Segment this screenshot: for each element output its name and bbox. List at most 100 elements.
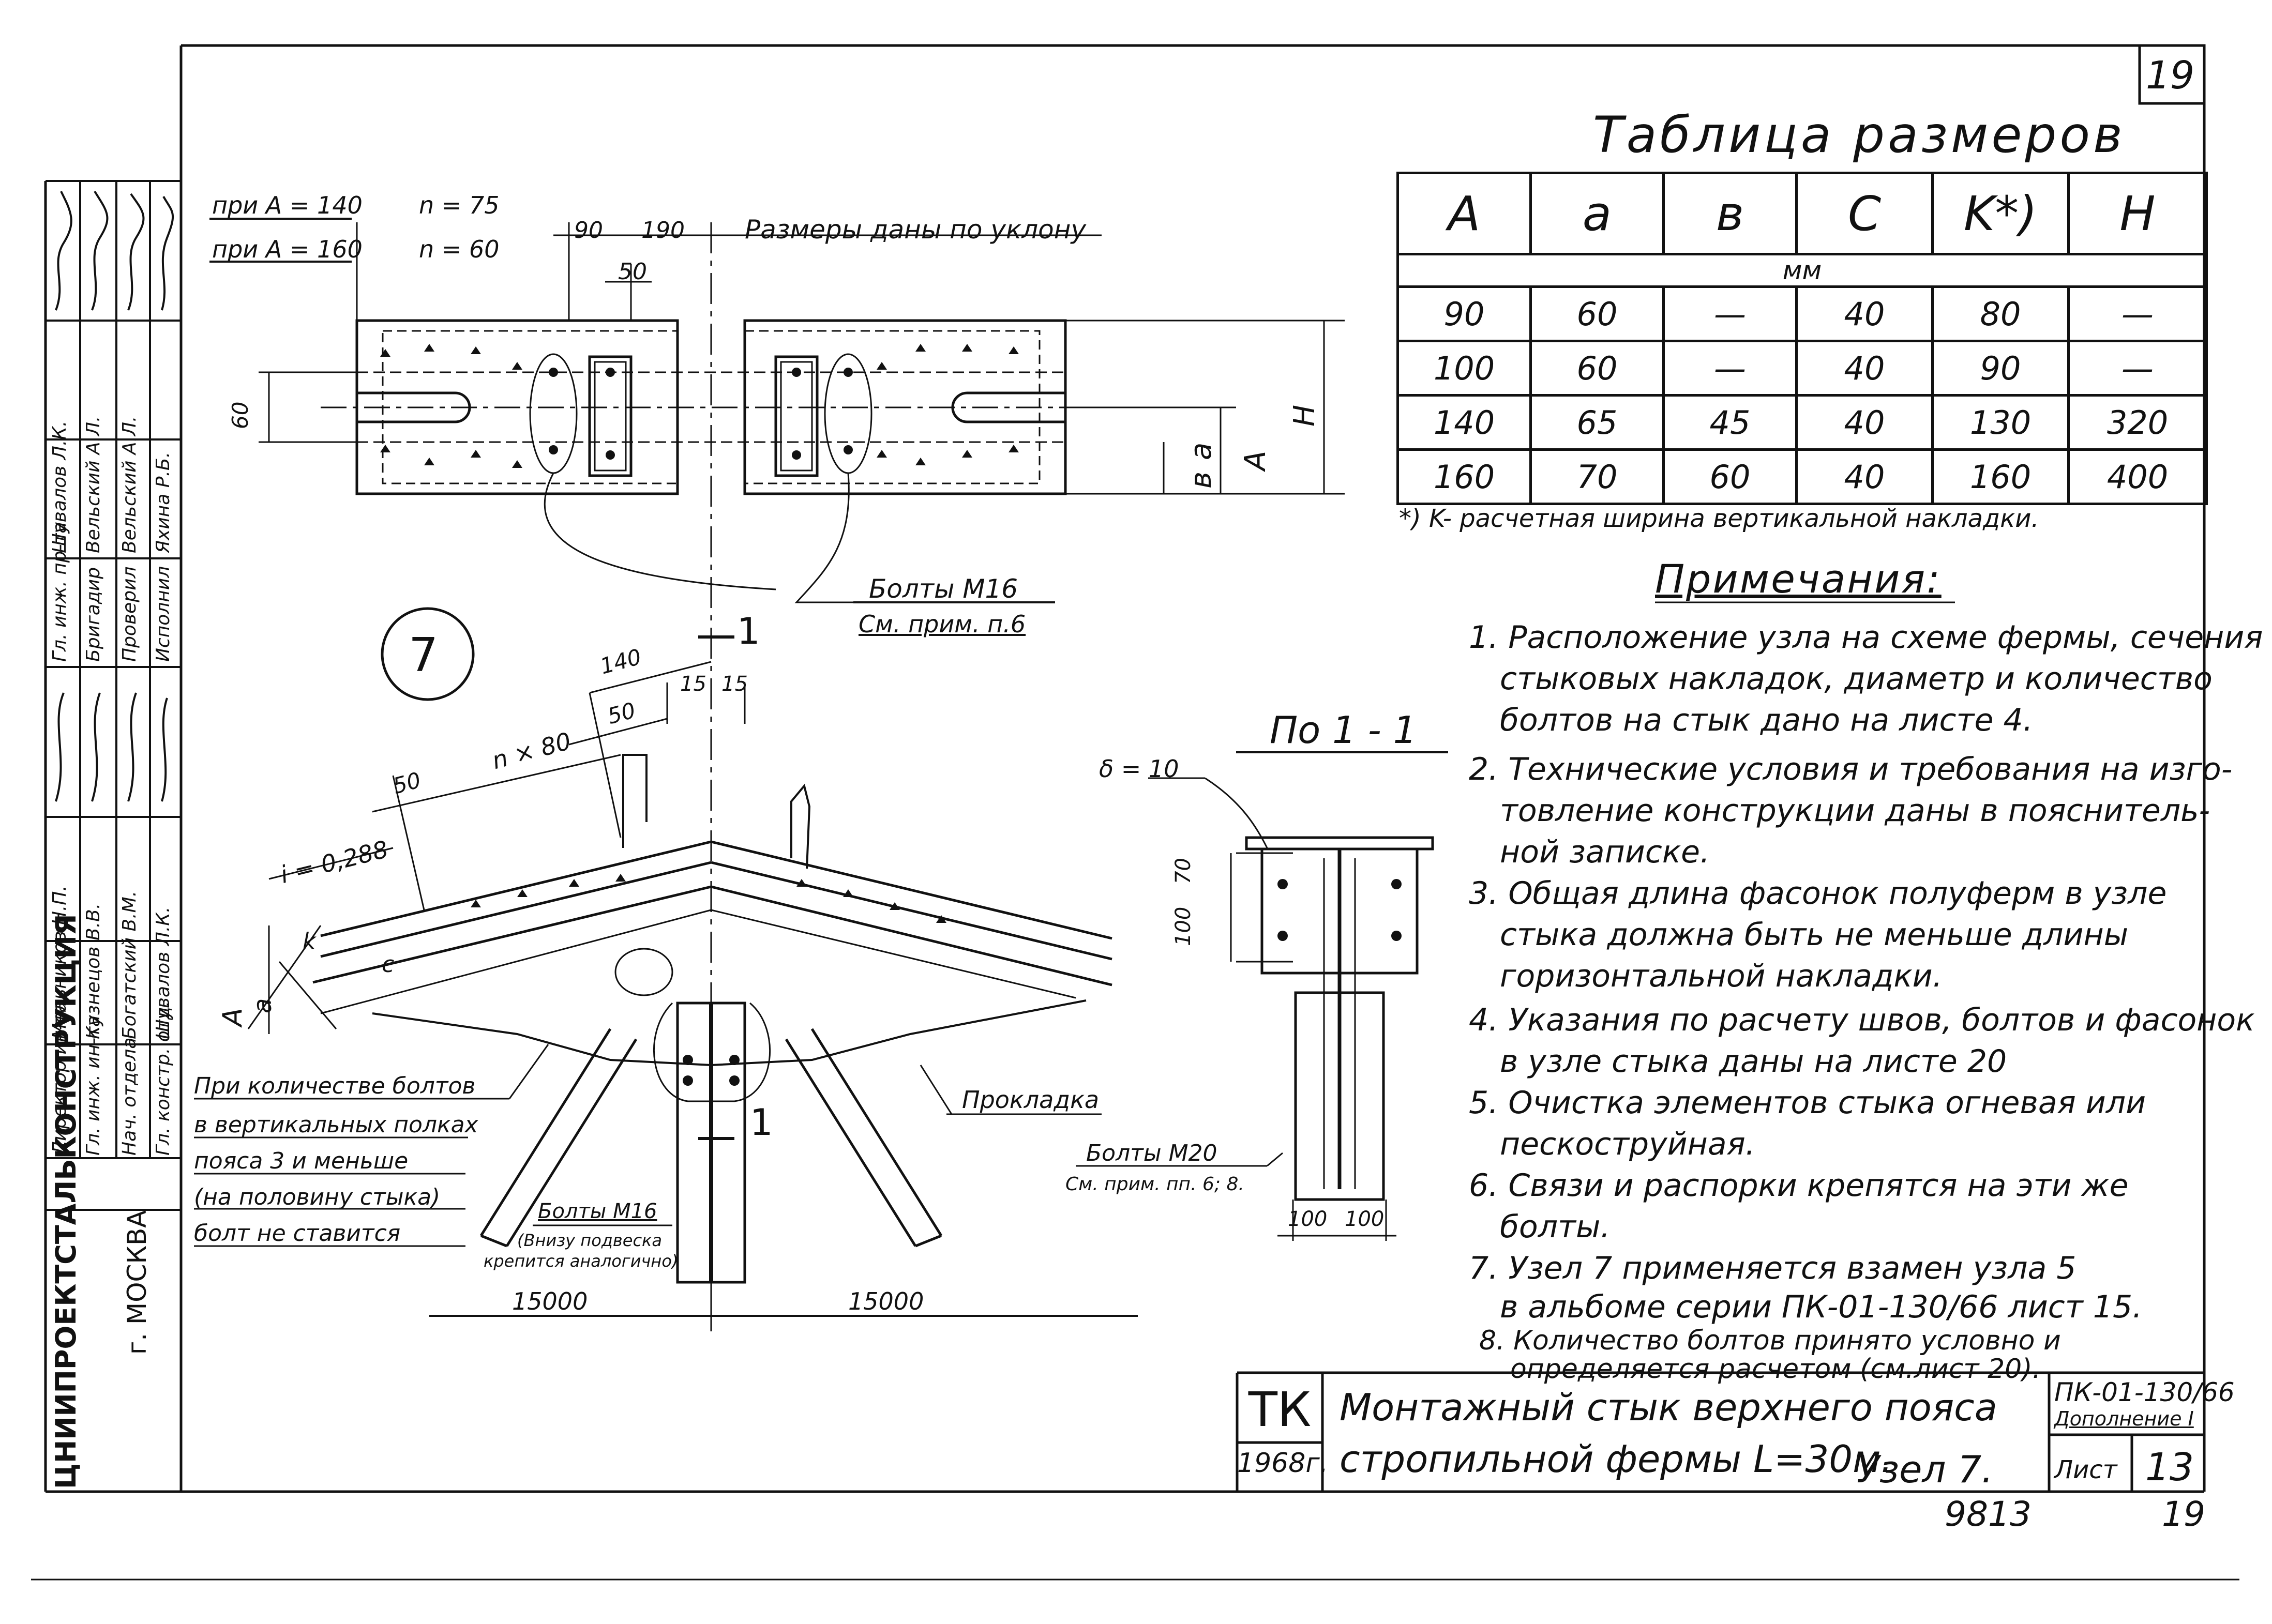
section-dim-70: 70 [1171,858,1195,884]
elev-bolt-note: При количестве болтов [194,1073,476,1099]
section-view [1076,751,1448,1241]
signature-mark [127,193,145,311]
span-left: 15000 [512,1287,588,1315]
table-unit-row: мм [1396,253,2208,288]
signature-mark [161,697,168,802]
signature-mark [55,692,65,802]
plan-a160-label: при A = 160 [212,235,363,263]
signature-mark [55,191,72,311]
table-cell: 160 [1396,448,1532,505]
table-cell: 40 [1795,340,1934,397]
elev-dim-c: c [382,951,395,978]
table-cell: 65 [1529,394,1665,451]
signature-mark [127,692,137,802]
title-block-supplement: Дополнение I [2054,1407,2194,1430]
table-header-row: A a в C K*) H [1396,172,2208,255]
table-cell: 140 [1396,394,1532,451]
note-line: 8. Количество болтов принято условно и [1479,1325,2061,1356]
table-row: 90 60 — 40 80 — [1396,285,2208,342]
plan-view [209,218,1345,1241]
elev-bolts-note2: крепится аналогично) [484,1251,679,1271]
table-header: K*) [1931,172,2070,255]
note-line: 5. Очистка элементов стыка огневая или [1469,1085,2146,1121]
table-cell: 60 [1529,285,1665,342]
plan-dim-190: 190 [641,217,685,244]
note-line: стыка должна быть не меньше длины [1500,917,2129,953]
note-line: определяется расчетом (см.лист 20). [1510,1354,2041,1385]
table-cell: 45 [1662,394,1798,451]
elev-bolts-m16: Болты М16 [538,1200,657,1223]
bolt-marks [380,344,1402,1086]
size-table: A a в C K*) H мм 90 60 — 40 80 — 100 60 … [1396,172,2208,505]
section-dim-100b: 100 [1345,1207,1385,1231]
title-block-title-line1: Монтажный стык верхнего пояса [1340,1386,1997,1429]
plan-bolts-label: Болты М16 [869,574,1018,604]
stamp-role: Нач. отдела [119,1037,140,1156]
plan-dim-90: 90 [574,217,603,244]
stamp-grid [46,180,181,1211]
table-footnote: *) K- расчетная ширина вертикальной накл… [1399,504,2039,533]
section-title: По 1 - 1 [1270,708,1417,752]
notes-title: Примечания: [1655,556,1942,602]
table-cell: — [1662,340,1798,397]
note-line: 2. Технические условия и требования на и… [1469,751,2233,787]
elev-bolt-note: в вертикальных полках [194,1112,478,1138]
plan-n75: n = 75 [419,191,500,219]
table-row: 140 65 45 40 130 320 [1396,394,2208,451]
title-block-series: ПК-01-130/66 [2054,1377,2235,1407]
section-mark-bottom: 1 [750,1101,773,1144]
section-see-notes: См. прим. пп. 6; 8. [1065,1174,1244,1195]
table-cell: 160 [1931,448,2070,505]
title-block-lines [1236,1371,2204,1492]
table-cell: 60 [1529,340,1665,397]
table-title: Таблица размеров [1593,106,2126,164]
plan-dim-50: 50 [618,259,647,285]
section-delta: δ = 10 [1099,755,1179,783]
elev-bolt-note: болт не ставится [194,1220,401,1247]
table-cell: 400 [2067,448,2208,505]
section-dim-100: 100 [1171,906,1195,946]
signature-mark [161,196,174,311]
note-line: болтов на стык дано на листе 4. [1500,702,2033,738]
plan-dim-a: a [1184,442,1218,460]
section-dim-100a: 100 [1288,1207,1328,1231]
elev-gasket: Прокладка [962,1086,1100,1114]
note-line: горизонтальной накладки. [1500,958,1943,994]
plan-dim-A: A [1239,450,1272,470]
table-cell: 40 [1795,448,1934,505]
note-line: 1. Расположение узла на схеме фермы, сеч… [1469,619,2263,656]
elev-dim-15b: 15 [721,672,748,696]
table-cell: 80 [1931,285,2070,342]
table-header: H [2067,172,2208,255]
table-cell: 70 [1529,448,1665,505]
signatures [55,190,174,802]
note-line: в альбоме серии ПК-01-130/66 лист 15. [1500,1289,2143,1325]
table-cell: — [2067,285,2208,342]
bottom-number-right: 19 [2162,1494,2205,1534]
table-cell: 90 [1396,285,1532,342]
stamp-city: г. МОСКВА [122,1210,152,1355]
note-line: 3. Общая длина фасонок полуферм в узле [1469,875,2167,912]
note-line: ной записке. [1500,834,1710,870]
note-line: болты. [1500,1209,1611,1245]
note-line: товление конструкции даны в пояснитель- [1500,793,2210,829]
table-cell: 100 [1396,340,1532,397]
table-cell: 130 [1931,394,2070,451]
bottom-number-left: 9813 [1945,1494,2032,1534]
node-number: 7 [409,628,439,682]
plan-dim-b: в [1184,471,1218,489]
page-number-box [2138,44,2206,105]
table-cell: — [1662,285,1798,342]
elev-bolt-note: пояса 3 и меньше [194,1148,409,1174]
table-cell: 60 [1662,448,1798,505]
section-mark-top: 1 [737,610,760,652]
table-header: a [1529,172,1665,255]
elev-dim-A: A [217,1008,248,1026]
plan-dim-H: H [1288,404,1321,427]
table-header: C [1795,172,1934,255]
plan-a140-label: при A = 140 [212,191,363,219]
section-bolts-m20: Болты М20 [1086,1140,1217,1166]
note-line: 4. Указания по расчету швов, болтов и фа… [1469,1002,2255,1038]
table-cell: 320 [2067,394,2208,451]
